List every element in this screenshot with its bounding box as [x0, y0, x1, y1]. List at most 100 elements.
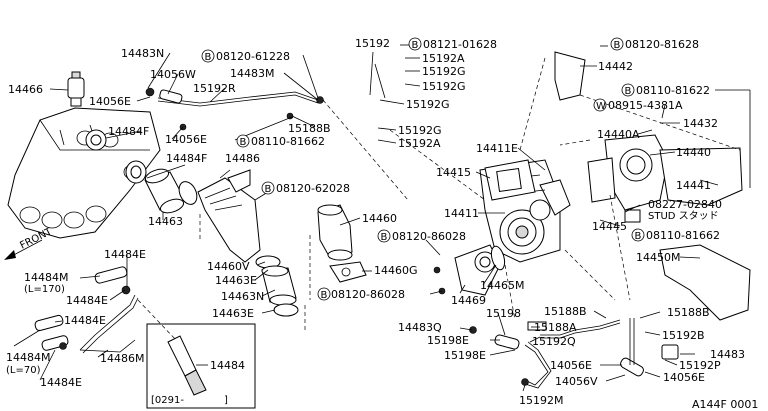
label-14484f-a: 14484F — [108, 125, 149, 138]
heat-insulator-14460v — [197, 169, 261, 263]
label-08227-02840: 08227-02840 — [648, 198, 722, 211]
label-14484m-a-length: (L=170) — [24, 284, 65, 295]
label-15192p: 15192P — [679, 359, 721, 372]
label-14484f-b: 14484F — [166, 152, 207, 165]
hose-14463n — [261, 265, 297, 306]
fitting-14483 — [661, 344, 679, 360]
gasket-14486-ring — [178, 181, 198, 205]
label-14484e-d: 14484E — [40, 376, 82, 389]
label-15192g-a: 15192G — [422, 65, 466, 78]
part-labels: 14483N 14466 14056W 14056E 08120-61228 1… — [6, 37, 758, 411]
svg-text:B: B — [614, 40, 621, 51]
label-14056e-b: 14056E — [165, 133, 207, 146]
label-08120-62028: 08120-62028 — [276, 182, 350, 195]
label-15192r: 15192R — [193, 82, 236, 95]
valve-part-14466 — [67, 71, 85, 107]
label-08120-86028-b: 08120-86028 — [331, 288, 405, 301]
bracket-14442 — [554, 51, 586, 101]
label-15188b-b: 15188B — [544, 305, 587, 318]
svg-text:B: B — [381, 232, 388, 243]
inset-date-range-close: ] — [224, 395, 228, 406]
svg-text:B: B — [635, 231, 642, 242]
label-14484m-a: 14484M — [24, 271, 68, 284]
label-15188b-c: 15188B — [667, 306, 710, 319]
label-14056e-c: 14056E — [550, 359, 592, 372]
gasket-14465m — [490, 245, 506, 271]
label-15192a-b: 15192A — [398, 137, 441, 150]
label-14056e-d: 14056E — [663, 371, 705, 384]
label-14460: 14460 — [362, 212, 397, 225]
oil-line-15192m — [524, 344, 549, 386]
gasket-14445 — [587, 157, 616, 203]
fitting-14483m — [316, 96, 324, 104]
label-14486: 14486 — [225, 152, 260, 165]
dashed-reference-lines — [137, 57, 741, 341]
bracket-15188a — [527, 321, 547, 331]
pipe-14486m — [79, 294, 136, 351]
svg-text:B: B — [412, 40, 419, 51]
label-14411e: 14411E — [476, 142, 518, 155]
label-08120-81628: 08120-81628 — [625, 38, 699, 51]
svg-text:B: B — [240, 137, 247, 148]
label-14463n: 14463N — [221, 290, 264, 303]
label-14415: 14415 — [436, 166, 471, 179]
label-14484e-a: 14484E — [104, 248, 146, 261]
hose-14484-inset — [167, 335, 207, 396]
label-14465m: 14465M — [480, 279, 524, 292]
label-08110-81622: 08110-81622 — [636, 84, 710, 97]
front-arrow — [4, 239, 43, 260]
exhaust-outlet-14440 — [604, 134, 669, 223]
label-14484: 14484 — [210, 359, 245, 372]
hose-15198 — [494, 334, 520, 350]
heat-shield-14441 — [659, 147, 743, 206]
label-08915-4381a: 08915-4381A — [608, 99, 683, 112]
label-14469: 14469 — [451, 294, 486, 307]
turbocharger-14411 — [479, 159, 571, 263]
label-14484m-b-length: (L=70) — [6, 365, 41, 376]
label-14483: 14483 — [710, 348, 745, 361]
label-08120-61228: 08120-61228 — [216, 50, 290, 63]
label-14484e-b: 14484E — [66, 294, 108, 307]
hose-14484m-170 — [94, 266, 128, 284]
label-14440a: 14440A — [597, 128, 640, 141]
label-08121-01628: 08121-01628 — [423, 38, 497, 51]
label-14463e-a: 14463E — [215, 274, 257, 287]
label-14411: 14411 — [444, 207, 479, 220]
elbow-pipe-14460 — [317, 204, 353, 261]
label-14460g: 14460G — [374, 264, 418, 277]
label-14483q: 14483Q — [398, 321, 442, 334]
label-14440: 14440 — [676, 146, 711, 159]
label-14460v: 14460V — [207, 260, 250, 273]
label-15192g-c: 15192G — [406, 98, 450, 111]
svg-text:W: W — [596, 101, 606, 112]
bolt-badges: B B B B B W B B B B — [201, 37, 645, 301]
label-08120-86028-a: 08120-86028 — [392, 230, 466, 243]
label-14056w: 14056W — [150, 68, 196, 81]
leader-lines — [13, 44, 751, 392]
oil-tube-15192r — [157, 91, 319, 104]
label-15192: 15192 — [355, 37, 390, 50]
label-15198: 15198 — [486, 307, 521, 320]
label-14441: 14441 — [676, 179, 711, 192]
inset-box-14484 — [146, 323, 256, 409]
label-14432: 14432 — [683, 117, 718, 130]
label-14056v: 14056V — [555, 375, 598, 388]
label-15188a: 15188A — [534, 321, 577, 334]
label-14486m: 14486M — [100, 352, 144, 365]
hose-14056w — [159, 89, 183, 104]
clamp-14463e-b — [273, 303, 299, 317]
svg-text:B: B — [321, 290, 328, 301]
label-15198e-a: 15198E — [427, 334, 469, 347]
label-14442: 14442 — [598, 60, 633, 73]
label-15192b: 15192B — [662, 329, 705, 342]
label-14463e-b: 14463E — [212, 307, 254, 320]
label-14484m-b: 14484M — [6, 351, 50, 364]
label-08110-81662-a: 08110-81662 — [251, 135, 325, 148]
svg-text:B: B — [265, 184, 272, 195]
label-15192g-b: 15192G — [422, 80, 466, 93]
svg-text:B: B — [625, 86, 632, 97]
diagram-code: A144F 0001 — [692, 398, 758, 411]
label-14056e-a: 14056E — [89, 95, 131, 108]
hose-14056v — [620, 357, 644, 377]
